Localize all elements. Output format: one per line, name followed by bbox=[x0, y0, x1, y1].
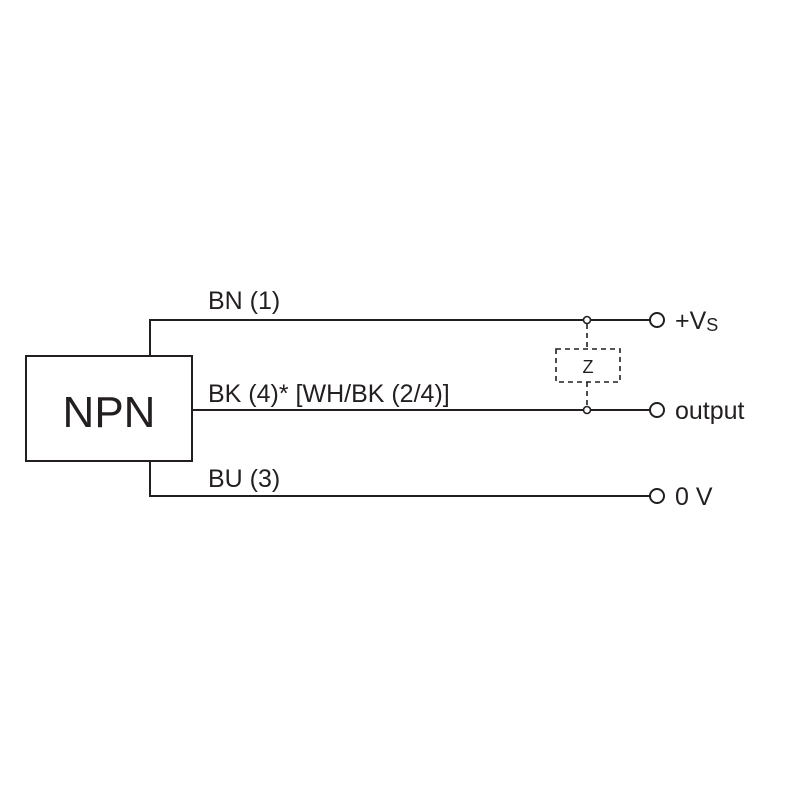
wire-bn-label: BN (1) bbox=[208, 287, 280, 315]
terminal-supply-label: +VS bbox=[675, 307, 718, 335]
terminal-ground bbox=[649, 488, 665, 504]
supply-prefix: +V bbox=[675, 307, 707, 335]
terminal-supply bbox=[649, 312, 665, 328]
load-node-top bbox=[582, 315, 592, 325]
wire-bn bbox=[149, 319, 650, 356]
terminal-ground-label: 0 V bbox=[675, 483, 713, 511]
load-node-bottom bbox=[582, 405, 592, 415]
supply-subscript: S bbox=[706, 315, 718, 335]
terminal-output bbox=[649, 402, 665, 418]
wire-bu-label: BU (3) bbox=[208, 465, 280, 493]
wire-bk-label: BK (4)* [WH/BK (2/4)] bbox=[208, 380, 450, 408]
load-z-box bbox=[555, 348, 621, 383]
terminal-output-label: output bbox=[675, 397, 745, 425]
wire-bu bbox=[149, 461, 650, 497]
sensor-type-label: NPN bbox=[63, 388, 156, 437]
load-z-label: Z bbox=[583, 357, 594, 377]
npn-sensor-box bbox=[25, 355, 193, 462]
